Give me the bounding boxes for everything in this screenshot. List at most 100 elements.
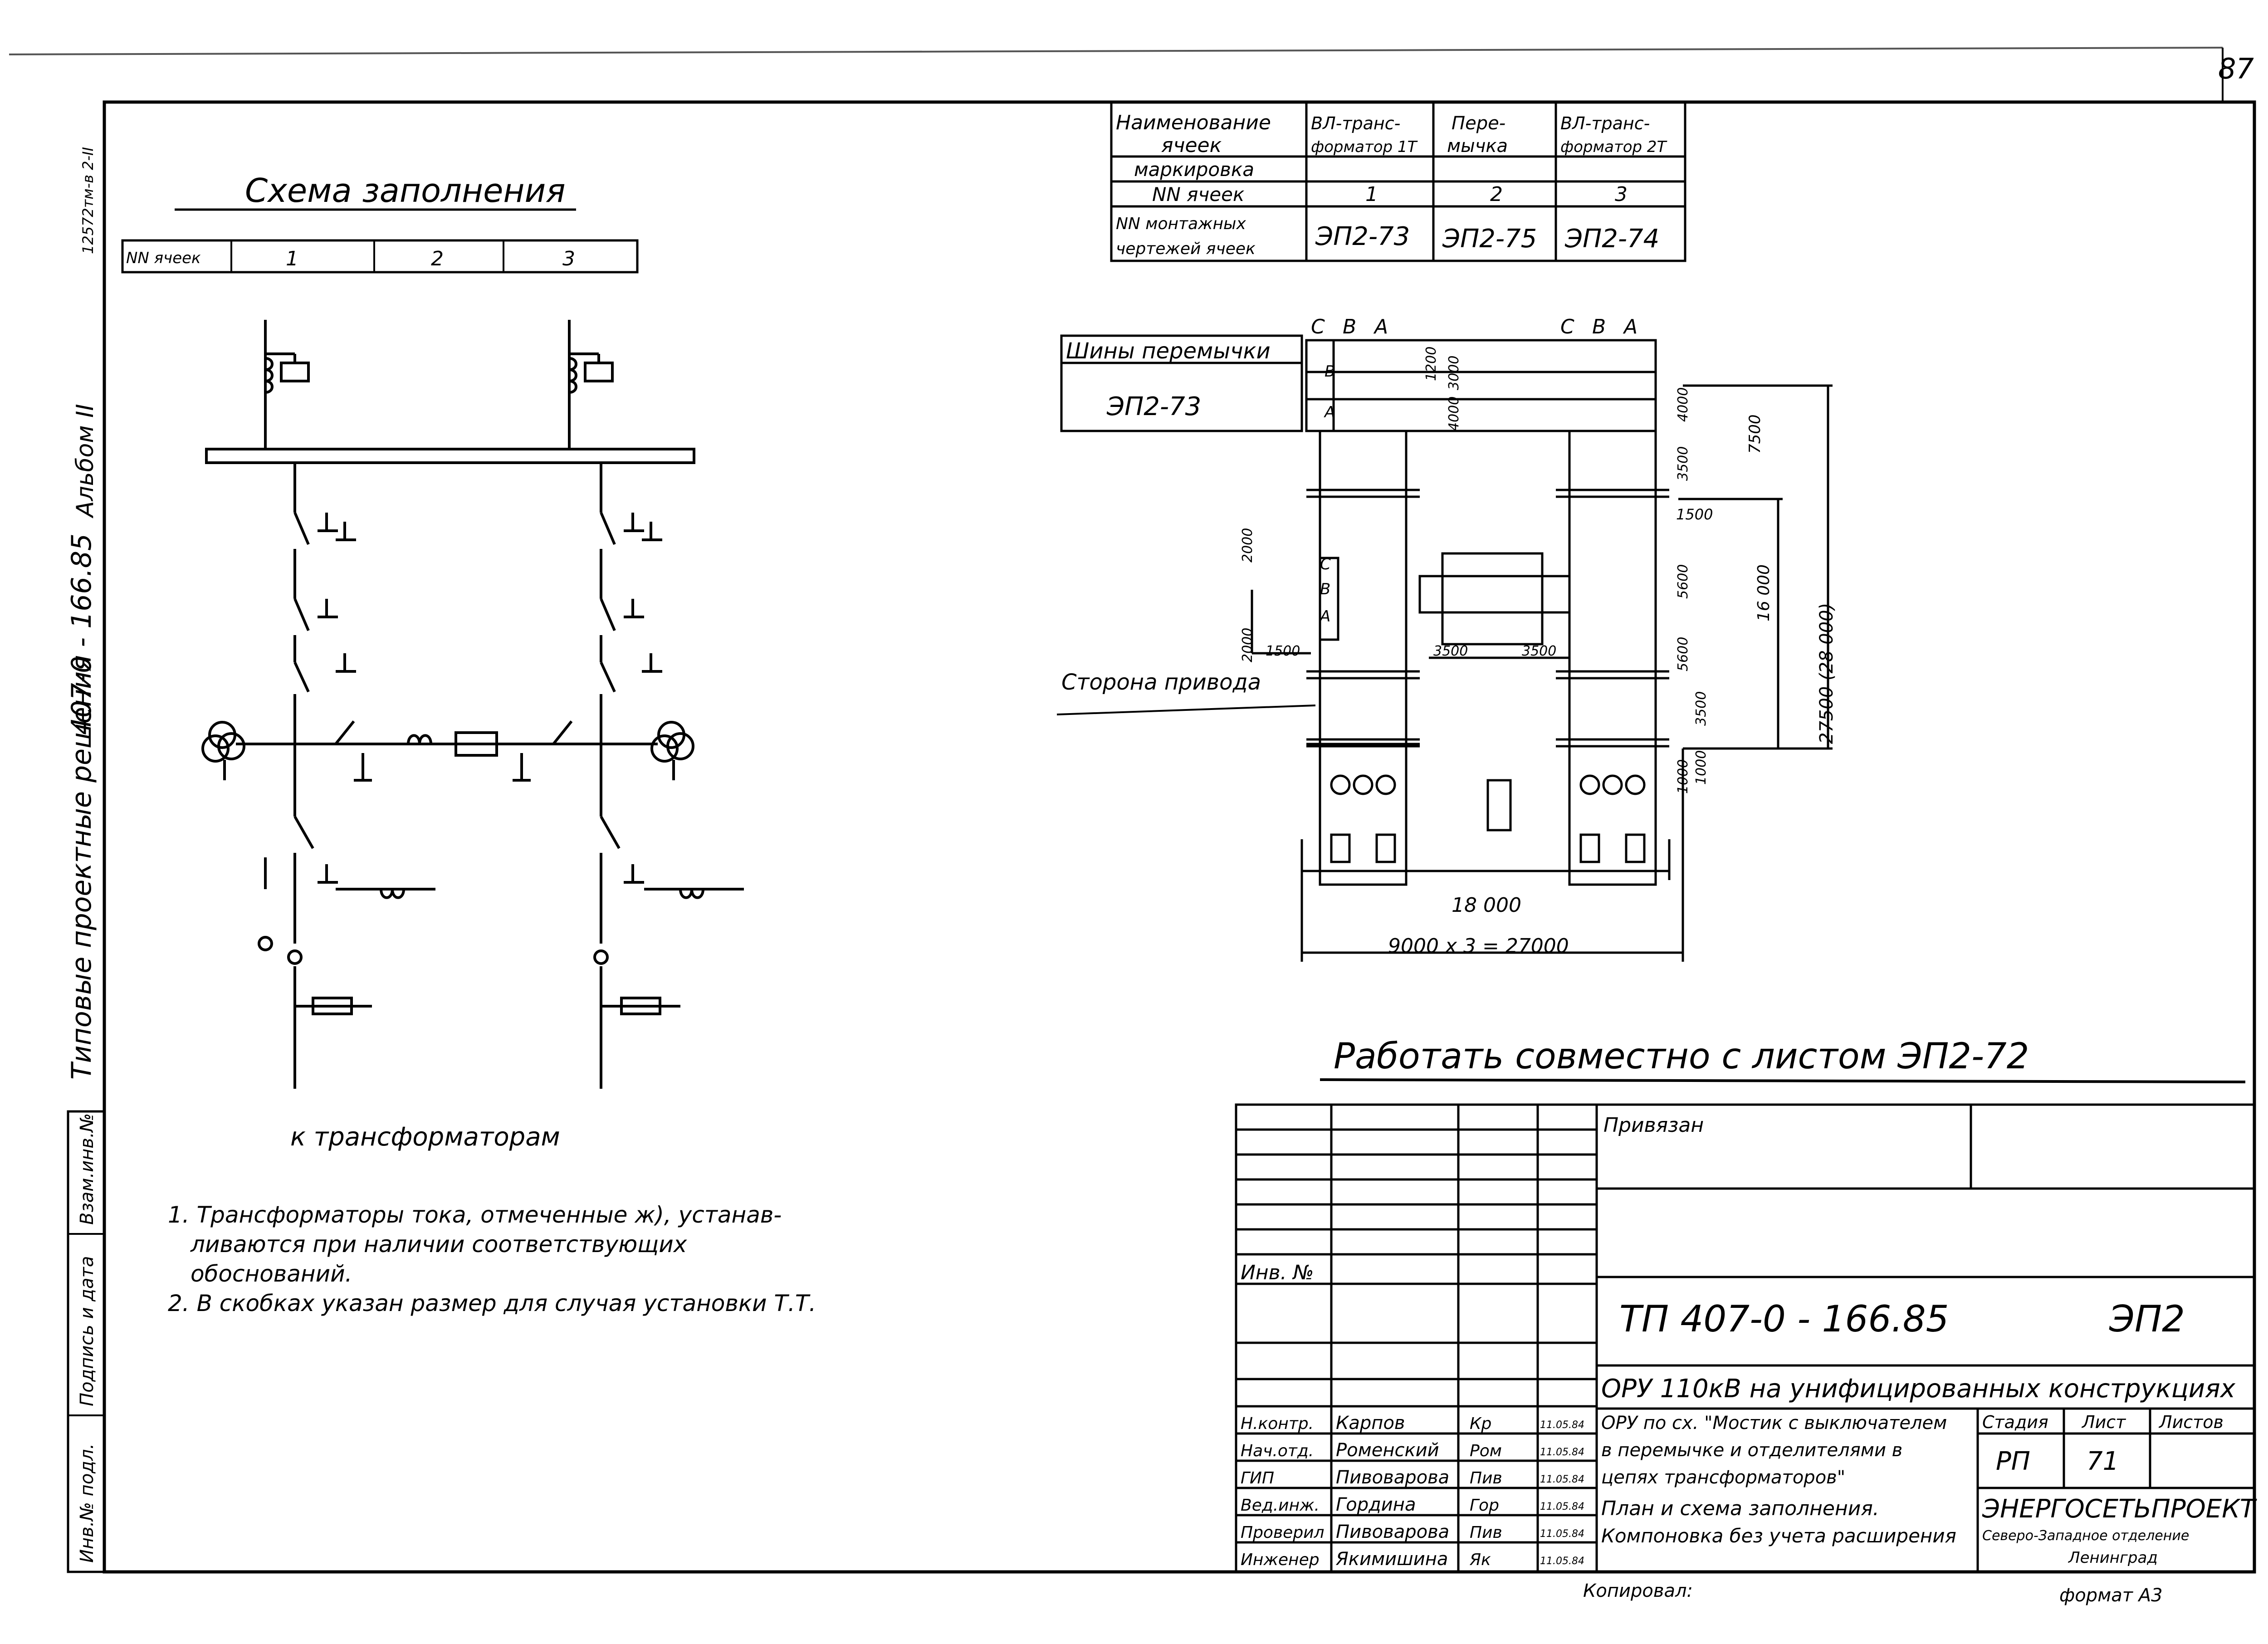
dim-3000: 3000 <box>1446 356 1462 390</box>
table-label-marking: маркировка <box>1134 158 1254 181</box>
archive-number: 12572тм-в 2-II <box>79 147 97 254</box>
staff-name-4: Гордина <box>1336 1494 1416 1515</box>
series-title: Типовые проектные решения <box>66 655 98 1080</box>
staff-role-6: Инженер <box>1241 1551 1320 1569</box>
table-cell-name-2a: Пере- <box>1452 113 1505 134</box>
scan-edge-line <box>9 47 2223 55</box>
table-cell-no-2: 2 <box>1490 183 1503 206</box>
bus-phase-b: В <box>1325 362 1335 381</box>
staff-sign-3: Пив <box>1470 1469 1502 1487</box>
table-cell-no-3: 3 <box>1615 183 1628 206</box>
dim-1500b: 1500 <box>1266 643 1300 659</box>
plan-note: Работать совместно с листом ЭП2-72 <box>1334 1036 2029 1077</box>
inv-label: Инв. № <box>1241 1261 1314 1284</box>
column-phase-b: В <box>1320 580 1330 598</box>
fill-scheme: Схема заполнения NN ячеек 1 2 3 <box>121 171 816 1316</box>
dim-4000b: 4000 <box>1675 387 1691 422</box>
doc-code: ТП 407-0 - 166.85 <box>1619 1298 1949 1340</box>
dim-27500: 27500 (28 000) <box>1816 603 1837 744</box>
dim-3500a: 3500 <box>1675 446 1691 481</box>
sheet-frame <box>103 100 2256 1574</box>
sheet-value: 71 <box>2087 1447 2119 1476</box>
staff-sign-1: Кр <box>1470 1414 1491 1433</box>
fill-scheme-row-header: NN ячеек <box>126 249 201 267</box>
column-phase-c: С <box>1320 555 1331 573</box>
staff-sign-6: Як <box>1469 1551 1491 1569</box>
stamp-cell-replace: Взам.инв.№ <box>77 1113 98 1225</box>
dim-3500d: 3500 <box>1693 691 1709 726</box>
scheme-desc-3: цепях трансформаторов" <box>1601 1467 1845 1488</box>
table-cell-name-3a: ВЛ-транс- <box>1560 113 1650 133</box>
table-label-drawings-2: чертежей ячеек <box>1116 240 1256 258</box>
scheme-desc-2: в перемычке и отделителями в <box>1601 1440 1902 1461</box>
table-cell-name-3b: форматор 2Т <box>1560 138 1667 156</box>
sheet-code: ЭП2 <box>2109 1298 2185 1340</box>
drive-side-leader <box>1056 705 1316 715</box>
stage-value: РП <box>1996 1447 2030 1476</box>
sidebar-stamp <box>67 1110 106 1573</box>
fill-scheme-cell-2: 2 <box>431 247 444 270</box>
fill-scheme-cell-1: 1 <box>286 247 298 270</box>
dim-5600b: 5600 <box>1675 637 1691 671</box>
staff-date-1: 11.05.84 <box>1540 1419 1584 1431</box>
single-line-diagram <box>201 320 744 1089</box>
sheet-label: Лист <box>2081 1412 2126 1432</box>
staff-role-2: Нач.отд. <box>1241 1442 1314 1460</box>
staff-name-5: Пивоварова <box>1336 1522 1449 1542</box>
dim-2000a: 2000 <box>1240 528 1256 563</box>
fill-scheme-bottom-label: к трансформаторам <box>290 1122 560 1152</box>
cells-table: Наименование ячеек ВЛ-транс- форматор 1Т… <box>1110 101 1686 262</box>
staff-role-4: Вед.инж. <box>1241 1496 1320 1515</box>
series-number: 407-0 - 166.85 <box>66 533 98 735</box>
staff-sign-5: Пив <box>1470 1523 1502 1542</box>
busbar <box>205 448 695 464</box>
dim-4000a: 4000 <box>1446 396 1462 431</box>
stage-label: Стадия <box>1982 1412 2048 1432</box>
staff-role-5: Проверил <box>1241 1523 1325 1542</box>
dim-1500a: 1500 <box>1676 506 1713 523</box>
sheets-label: Листов <box>2158 1412 2224 1432</box>
note-line-2: ливаются при наличии соответствующих <box>190 1231 687 1257</box>
plan-view: Шины перемычки ЭП2-73 С В А С В А В А С … <box>1056 315 2246 1083</box>
bus-phase-a: А <box>1324 403 1335 421</box>
phase-right-c: С <box>1560 315 1574 338</box>
dim-1000a: 1000 <box>1675 759 1691 794</box>
dim-5600a: 5600 <box>1675 564 1691 599</box>
note-line-1: 1. Трансформаторы тока, отмеченные ж), у… <box>168 1202 782 1228</box>
phase-left-c: С <box>1311 315 1325 338</box>
staff-date-4: 11.05.84 <box>1540 1501 1584 1512</box>
dim-3500b: 3500 <box>1433 643 1468 659</box>
dim-1200: 1200 <box>1423 347 1439 381</box>
phase-left-a: А <box>1373 315 1388 338</box>
dim-18000: 18 000 <box>1452 894 1521 917</box>
stamp-cell-signature: Подпись и дата <box>77 1256 98 1406</box>
dim-27000: 9000 х 3 = 27000 <box>1388 935 1569 958</box>
copied-label: Копировал: <box>1583 1580 1693 1601</box>
table-drawing-3: ЭП2-74 <box>1564 224 1659 254</box>
album-label: Альбом II <box>72 404 99 519</box>
table-label-names-1: Наименование <box>1116 111 1271 134</box>
bus-drawing: ЭП2-73 <box>1106 392 1201 421</box>
dim-2000b: 2000 <box>1240 628 1256 662</box>
bus-label: Шины перемычки <box>1066 338 1271 364</box>
org-name: ЭНЕРГОСЕТЬПРОЕКТ <box>1982 1494 2257 1524</box>
staff-date-2: 11.05.84 <box>1540 1447 1584 1458</box>
sheet-desc-1: План и схема заполнения. <box>1601 1497 1879 1520</box>
scheme-desc-1: ОРУ по сх. "Мостик с выключателем <box>1601 1413 1947 1434</box>
table-label-names-2: ячеек <box>1161 134 1222 157</box>
table-label-drawings-1: NN монтажных <box>1116 215 1246 233</box>
sidebar: Взам.инв.№ Подпись и дата Инв.№ подл. Ти… <box>66 147 106 1573</box>
staff-date-5: 11.05.84 <box>1540 1528 1584 1540</box>
format-label: формат А3 <box>2059 1585 2163 1606</box>
table-drawing-1: ЭП2-73 <box>1315 222 1410 251</box>
project-title: ОРУ 110кВ на унифицированных конструкция… <box>1601 1374 2236 1404</box>
bus-jumper-label-box <box>1060 334 1303 432</box>
phase-right-b: В <box>1592 315 1606 338</box>
org-sub-1: Северо-Западное отделение <box>1982 1528 2189 1544</box>
staff-sign-2: Ром <box>1470 1442 1502 1460</box>
fill-scheme-header-table <box>121 239 639 274</box>
phase-right-a: А <box>1623 315 1637 338</box>
fill-scheme-cell-3: 3 <box>562 247 575 270</box>
staff-name-6: Якимишина <box>1335 1549 1448 1570</box>
